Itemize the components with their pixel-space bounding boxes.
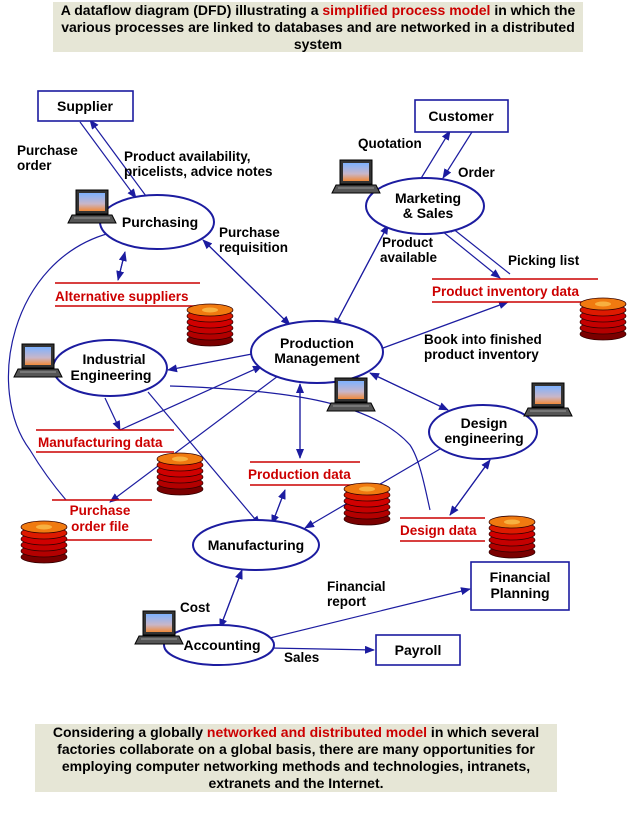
database-icon (156, 452, 204, 496)
flow-production-to-po-file (109, 375, 279, 503)
flow-marketing-to-inventory (436, 226, 501, 279)
process-design-engineering: Design engineering (428, 404, 538, 460)
label-product-availability-2: pricelists, advice notes (124, 164, 273, 179)
marketing-label-2: & Sales (403, 205, 454, 221)
flow-production-to-purchasing (202, 239, 291, 326)
store-alternative-suppliers: Alternative suppliers (55, 289, 189, 304)
flow-industrial-to-manufacturing (147, 391, 261, 526)
label-financial-report-2: report (327, 594, 367, 609)
store-design-data: Design data (400, 523, 477, 538)
flow-inventory-to-marketing (446, 223, 511, 275)
flow-purchasing-to-supplier (89, 119, 147, 197)
laptop-icon (331, 159, 381, 194)
process-manufacturing: Manufacturing (192, 519, 320, 571)
store-production-data: Production data (248, 467, 351, 482)
bottom-caption-highlight: networked and distributed model (206, 724, 428, 740)
bottom-caption-text: Considering a globally (52, 724, 207, 740)
store-product-inventory: Product inventory data (432, 284, 580, 299)
flow-marketing-to-customer (419, 130, 451, 181)
flow-industrial-to-design-data (169, 385, 431, 511)
label-picking-list: Picking list (508, 253, 580, 268)
label-quotation: Quotation (358, 136, 422, 151)
entity-supplier: Supplier (37, 90, 134, 122)
financial-planning-label-1: Financial (490, 569, 551, 585)
top-caption: A dataflow diagram (DFD) illustrating a … (53, 2, 583, 52)
laptop-icon (134, 610, 184, 645)
laptop-icon (523, 382, 573, 417)
customer-label: Customer (428, 108, 494, 124)
flow-design-to-production (369, 372, 449, 411)
label-financial-report-1: Financial (327, 579, 386, 594)
flow-accounting-to-financial (269, 587, 471, 639)
bottom-caption: Considering a globally networked and dis… (35, 724, 557, 792)
design-label-2: engineering (444, 430, 523, 446)
payroll-label: Payroll (395, 642, 442, 658)
flow-design-data-to-design (449, 459, 491, 516)
top-caption-text: A dataflow diagram (DFD) illustrating a (60, 2, 323, 18)
label-sales: Sales (284, 650, 319, 665)
database-icon (488, 515, 536, 559)
process-accounting: Accounting (163, 624, 275, 666)
bottom-caption-text-end: in which several factories collaborate o… (57, 724, 540, 791)
store-purchase-order-file-2: order file (71, 519, 129, 534)
accounting-label: Accounting (184, 637, 261, 653)
store-lines (36, 278, 598, 542)
entity-financial-planning: Financial Planning (470, 561, 570, 611)
supplier-label: Supplier (57, 98, 114, 114)
flow-manufacturing-to-proddata (271, 489, 286, 525)
top-caption-highlight: simplified process model (322, 2, 491, 18)
label-product-available-1: Product (382, 235, 434, 250)
industrial-label-2: Engineering (71, 367, 152, 383)
flow-alt-to-purchasing (117, 251, 127, 281)
process-purchasing: Purchasing (99, 194, 215, 250)
manufacturing-label: Manufacturing (208, 537, 304, 553)
purchasing-label: Purchasing (122, 214, 198, 230)
production-label-2: Management (274, 350, 360, 366)
flow-mfgdata-to-production (119, 365, 263, 431)
label-purchase-order-2: order (17, 158, 52, 173)
database-icon (20, 520, 68, 564)
process-production-management: Production Management (250, 320, 384, 384)
flow-industrial-to-mfgdata (104, 397, 121, 431)
flow-supplier-to-purchasing (79, 121, 137, 199)
database-icon (186, 303, 234, 347)
label-book-into-1: Book into finished (424, 332, 542, 347)
label-purchase-requisition-1: Purchase (219, 225, 280, 240)
label-product-available-2: available (380, 250, 438, 265)
entity-payroll: Payroll (375, 634, 461, 666)
database-icon (343, 482, 391, 526)
flow-production-to-marketing (333, 224, 389, 328)
label-product-availability-1: Product availability, (124, 149, 251, 164)
design-label-1: Design (461, 415, 508, 431)
marketing-label-1: Marketing (395, 190, 461, 206)
label-purchase-requisition-2: requisition (219, 240, 288, 255)
process-marketing-sales: Marketing & Sales (365, 177, 485, 235)
industrial-label-1: Industrial (82, 351, 145, 367)
flow-accounting-to-manufacturing (219, 569, 243, 629)
database-icon (579, 297, 627, 341)
label-book-into-2: product inventory (424, 347, 539, 362)
label-order: Order (458, 165, 496, 180)
flow-customer-to-marketing (442, 131, 473, 179)
entity-customer: Customer (414, 99, 509, 133)
store-manufacturing-data: Manufacturing data (38, 435, 163, 450)
process-industrial-engineering: Industrial Engineering (52, 339, 168, 397)
store-purchase-order-file-1: Purchase (70, 503, 131, 518)
flow-purchasing-to-po-file (7, 232, 111, 501)
label-purchase-order-1: Purchase (17, 143, 78, 158)
flow-production-to-inventory (382, 301, 509, 349)
financial-planning-label-2: Planning (490, 585, 549, 601)
top-caption-text-end: in which the various processes are linke… (61, 2, 576, 52)
flow-production-to-industrial (167, 353, 253, 373)
production-label-1: Production (280, 335, 354, 351)
flow-accounting-to-payroll (269, 645, 375, 654)
label-cost: Cost (180, 600, 211, 615)
